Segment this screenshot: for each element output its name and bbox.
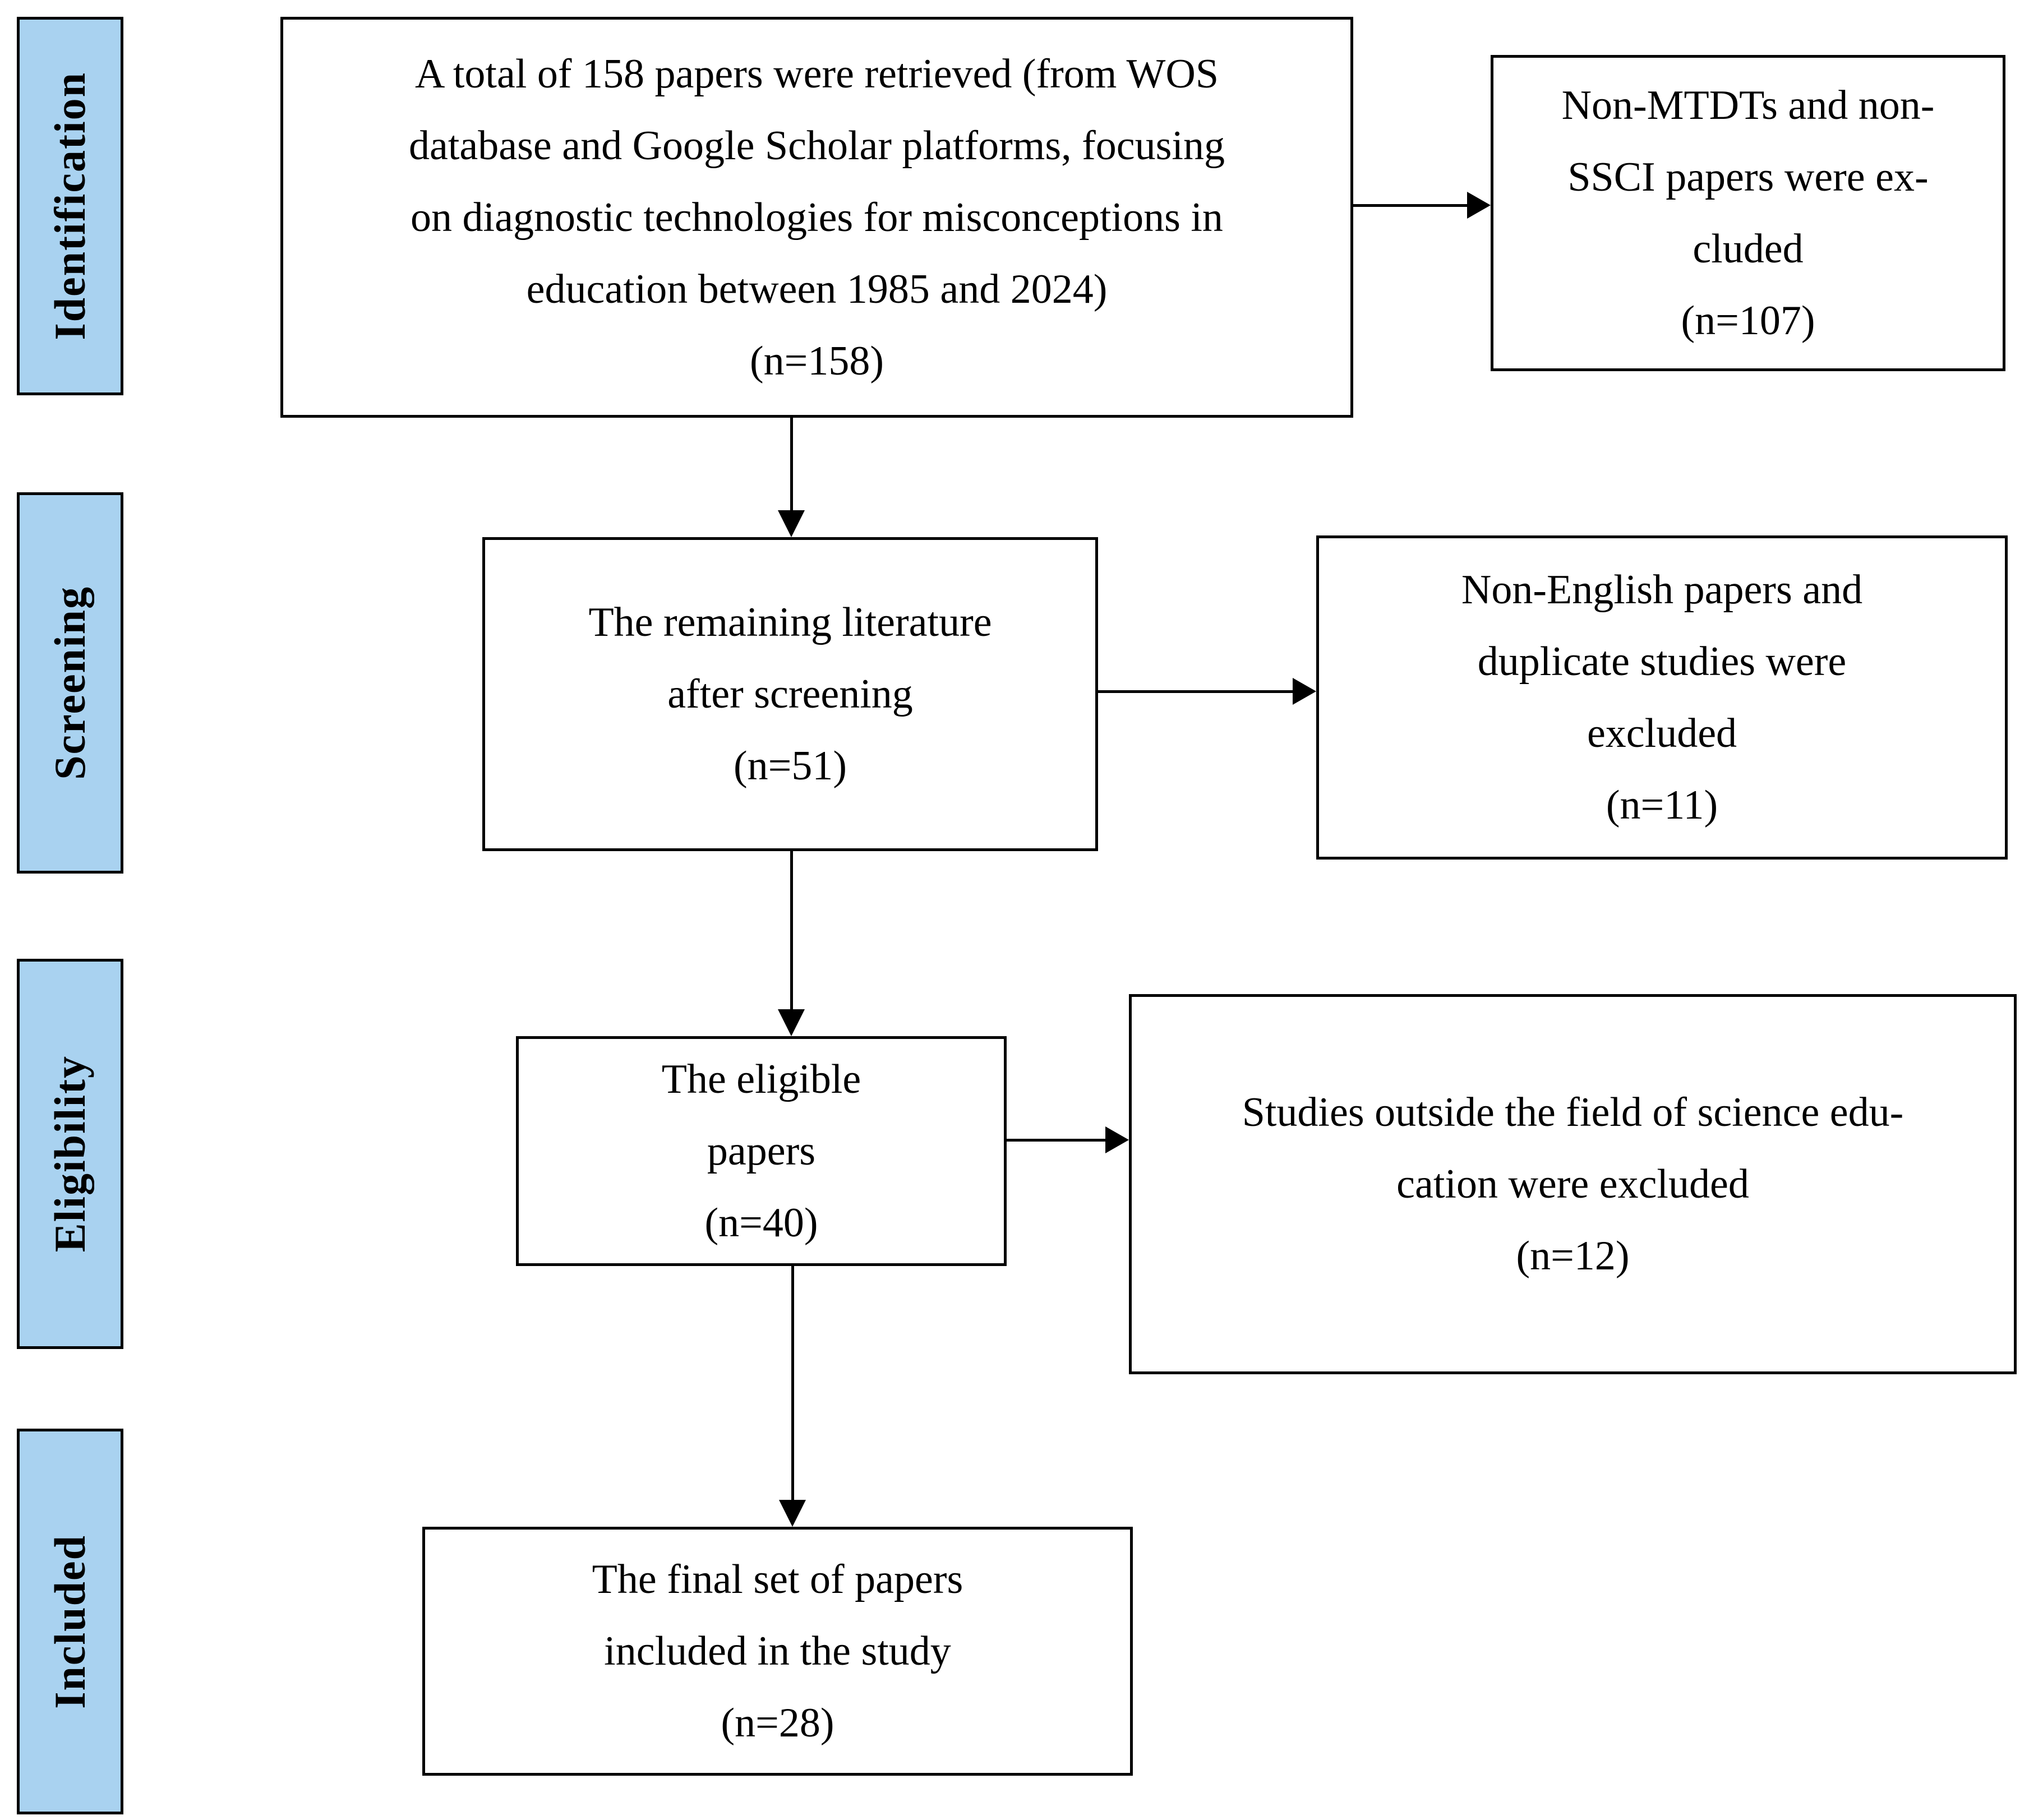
stage-label-screening: Screening [17,492,123,874]
flow-box-after-screening: The remaining literature after screening… [482,537,1098,851]
arrow-eligible-to-included-shaft [791,1266,794,1502]
arrow-retrieved-to-excluded-shaft [1353,204,1467,207]
stage-label-identification-text: Identification [45,72,94,340]
stage-label-included-text: Included [45,1534,94,1709]
stage-label-eligibility: Eligibility [17,959,123,1349]
arrow-right-icon [1467,192,1491,219]
arrow-screening-to-eligible-shaft [790,851,793,1009]
stage-label-included: Included [17,1429,123,1814]
arrow-down-icon [779,1500,806,1527]
arrow-screening-to-excluded-shaft [1098,690,1293,693]
flow-box-final-included: The final set of papers included in the … [422,1527,1133,1776]
arrow-down-icon [778,510,805,537]
arrow-eligible-to-excluded-shaft [1007,1139,1105,1142]
flow-box-records-retrieved: A total of 158 papers were retrieved (fr… [280,17,1353,418]
stage-label-eligibility-text: Eligibility [45,1055,94,1253]
exclusion-box-eligibility: Studies outside the field of science edu… [1129,994,2017,1374]
exclusion-box-screening: Non-English papers and duplicate studies… [1316,535,2008,860]
arrow-down-icon [778,1009,805,1036]
stage-label-screening-text: Screening [45,586,94,780]
stage-label-identification: Identification [17,17,123,395]
arrow-right-icon [1105,1126,1129,1153]
exclusion-box-identification: Non-MTDTs and non- SSCI papers were ex- … [1491,55,2005,371]
flow-box-eligible-papers: The eligible papers (n=40) [516,1036,1007,1266]
arrow-retrieved-to-screening-shaft [790,418,793,510]
arrow-right-icon [1293,678,1316,705]
